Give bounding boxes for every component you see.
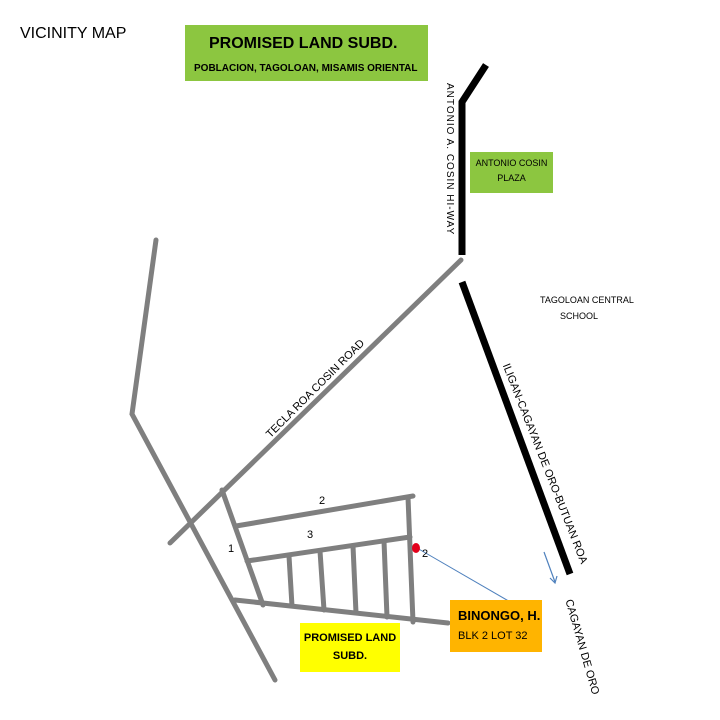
cross-street-c [350,543,359,616]
street-1 [219,487,266,608]
cross-street-d [381,538,390,620]
lot-pointer-line [416,547,513,604]
subdivision-line2: SUBD. [332,650,368,662]
iligan-cdo-butuan-road [458,280,574,576]
subdivision-line1: PROMISED LAND [303,632,397,644]
plaza-line1: ANTONIO COSIN [475,158,548,168]
antonio-cosin-highway [458,63,489,255]
plaza-box: ANTONIO COSIN PLAZA [470,152,553,193]
highway-north-label: ANTONIO A. COSIN HI-WAY [444,83,455,236]
owner-lot: BLK 2 LOT 32 [458,630,528,642]
header-subtitle: POBLACION, TAGOLOAN, MISAMIS ORIENTAL [194,63,418,74]
street-east [405,494,416,625]
header-box: PROMISED LAND SUBD. POBLACION, TAGOLOAN,… [185,25,428,81]
lot-marker [412,543,420,553]
owner-name: BINONGO, H. [458,608,541,623]
school-line2: SCHOOL [560,311,599,321]
owner-box: BINONGO, H. BLK 2 LOT 32 [450,600,542,652]
west-road [129,237,278,683]
street-number-3: 3 [307,529,314,541]
cross-street-a [286,553,295,609]
cross-street-b [317,548,327,613]
map-title: VICINITY MAP [20,25,127,42]
header-title: PROMISED LAND SUBD. [209,35,398,52]
school-line1: TAGOLOAN CENTRAL [540,295,634,305]
plaza-line2: PLAZA [497,173,526,183]
direction-arrow [543,551,558,585]
street-number-1: 1 [228,543,235,555]
street-south [232,597,451,626]
street-number-2: 2 [319,495,326,507]
subdivision-box: PROMISED LAND SUBD. [300,623,400,672]
street-number-2b: 2 [422,548,429,560]
tecla-roa-cosin-road [167,257,464,546]
street-2 [233,493,416,529]
